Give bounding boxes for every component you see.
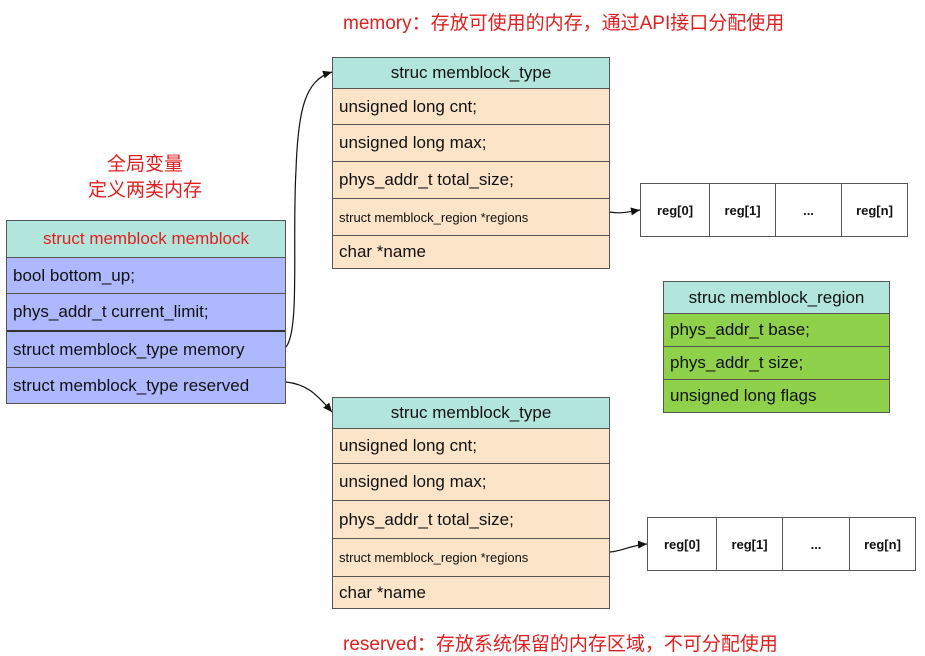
region-struct-title: struc memblock_region <box>664 282 889 313</box>
memblock-field-memory: struct memblock_type memory <box>7 330 285 367</box>
memory-type-struct-box: struc memblock_type unsigned long cnt; u… <box>332 57 610 269</box>
memory-annotation: memory：存放可使用的内存，通过API接口分配使用 <box>343 13 785 34</box>
global-variable-annotation: 全局变量 定义两类内存 <box>70 152 220 204</box>
memory-regions-array: reg[0] reg[1] ... reg[n] <box>640 183 908 237</box>
reserved-region-cell: reg[1] <box>716 518 782 570</box>
region-field-base: phys_addr_t base; <box>664 313 889 346</box>
memory-type-field-total-size: phys_addr_t total_size; <box>333 161 609 198</box>
reserved-region-cell: reg[0] <box>663 536 701 552</box>
reserved-regions-arrow <box>609 540 648 553</box>
region-field-size: phys_addr_t size; <box>664 346 889 379</box>
memory-type-field-regions: struct memblock_region *regions <box>333 198 609 235</box>
reserved-region-cell: reg[n] <box>849 518 915 570</box>
memory-region-cell: reg[0] <box>656 202 694 218</box>
region-struct-box: struc memblock_region phys_addr_t base; … <box>663 281 890 413</box>
reserved-type-field-max: unsigned long max; <box>333 463 609 500</box>
region-field-flags: unsigned long flags <box>664 379 889 412</box>
global-annotation-line2: 定义两类内存 <box>87 180 202 201</box>
memblock-field-current-limit: phys_addr_t current_limit; <box>7 293 285 330</box>
reserved-type-field-cnt: unsigned long cnt; <box>333 428 609 463</box>
reserved-region-cell: ... <box>782 518 849 570</box>
memory-region-cell: ... <box>775 184 841 236</box>
memory-type-field-name: char *name <box>333 235 609 268</box>
memblock-field-reserved: struct memblock_type reserved <box>7 367 285 403</box>
memory-type-field-cnt: unsigned long cnt; <box>333 88 609 124</box>
reserved-type-title: struc memblock_type <box>333 398 609 428</box>
memory-region-cell: reg[1] <box>709 184 775 236</box>
reserved-type-field-regions: struct memblock_region *regions <box>333 538 609 576</box>
memblock-struct-title: struct memblock memblock <box>7 221 285 257</box>
global-annotation-line1: 全局变量 <box>106 154 183 175</box>
memory-type-field-max: unsigned long max; <box>333 124 609 161</box>
memblock-field-bottom-up: bool bottom_up; <box>7 257 285 293</box>
memory-regions-arrow <box>609 207 641 216</box>
reserved-regions-array: reg[0] reg[1] ... reg[n] <box>647 517 916 571</box>
reserved-annotation: reserved：存放系统保留的内存区域，不可分配使用 <box>343 634 778 655</box>
memory-to-type-arrow <box>285 70 333 348</box>
memblock-struct-box: struct memblock memblock bool bottom_up;… <box>6 220 286 404</box>
memory-region-cell: reg[n] <box>841 184 907 236</box>
reserved-type-field-name: char *name <box>333 576 609 608</box>
reserved-to-type-arrow <box>285 381 333 413</box>
reserved-type-struct-box: struc memblock_type unsigned long cnt; u… <box>332 397 610 609</box>
memory-type-title: struc memblock_type <box>333 58 609 88</box>
reserved-type-field-total-size: phys_addr_t total_size; <box>333 500 609 538</box>
